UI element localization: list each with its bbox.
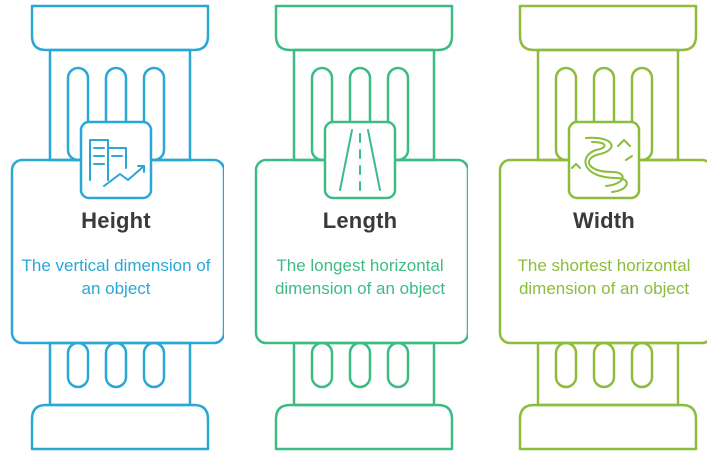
- pillar-width-graphic: [498, 4, 707, 451]
- pillar-length: Length The longest horizontal dimension …: [252, 0, 468, 455]
- pillar-height: Height The vertical dimension of an obje…: [8, 0, 224, 455]
- pillar-description: The longest horizontal dimension of an o…: [274, 256, 446, 298]
- winding-river-icon: [571, 136, 633, 193]
- pillar-title: Height: [81, 208, 151, 233]
- building-growth-icon: [89, 139, 145, 187]
- pillar-width-card: Width The shortest horizontal dimension …: [506, 200, 702, 300]
- road-icon: [339, 129, 381, 191]
- pillar-length-graphic: [254, 4, 468, 451]
- pillar-title: Width: [573, 208, 635, 233]
- pillar-width: Width The shortest horizontal dimension …: [496, 0, 707, 455]
- pillar-title: Length: [322, 208, 398, 233]
- pillar-description: The vertical dimension of an object: [21, 256, 211, 298]
- pillar-length-card: Length The longest horizontal dimension …: [262, 200, 458, 300]
- pillar-description: The shortest horizontal dimension of an …: [517, 256, 691, 298]
- pillar-height-card: Height The vertical dimension of an obje…: [18, 200, 214, 300]
- pillar-height-graphic: [10, 4, 224, 451]
